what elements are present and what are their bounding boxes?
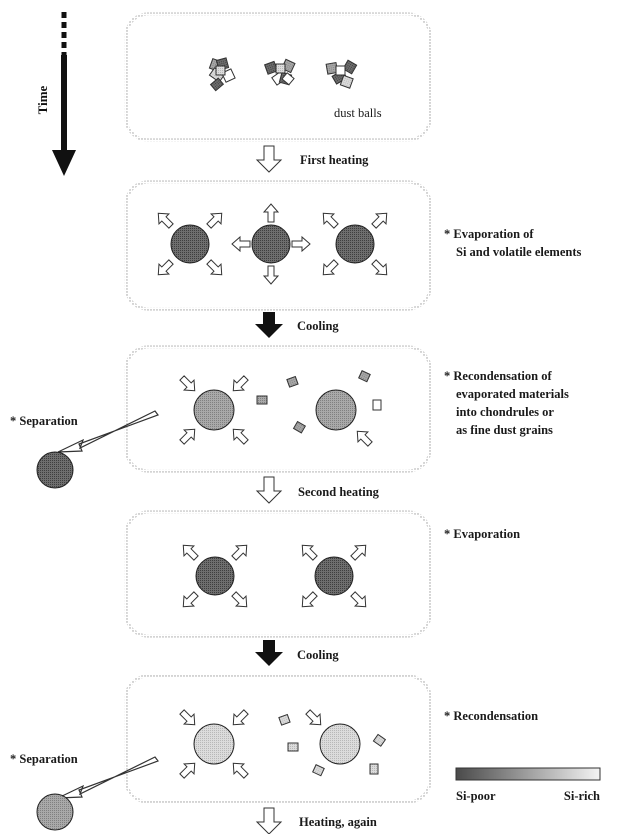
dust-ball <box>325 59 358 89</box>
transition-arrow: Cooling <box>255 640 339 666</box>
evaporation-arrows <box>157 203 388 285</box>
separation-label: * Separation <box>10 414 78 428</box>
stage2-note-line2: Si and volatile elements <box>456 245 581 259</box>
legend-left-label: Si-poor <box>456 789 496 803</box>
dust-ball <box>208 57 236 92</box>
stage3-note-line1: * Recondensation of <box>444 369 552 383</box>
legend: Si-poor Si-rich <box>455 767 601 803</box>
stage2-particles <box>170 224 375 264</box>
legend-right-label: Si-rich <box>564 789 600 803</box>
stage3-note-line3: into chondrules or <box>456 405 554 419</box>
condensation-arrows <box>179 709 322 779</box>
transition-arrow: First heating <box>255 145 369 173</box>
stage5-particles <box>193 723 361 765</box>
transition-label: Cooling <box>297 319 339 333</box>
transition-arrow: Heating, again <box>255 807 377 834</box>
time-arrow: Time <box>35 12 76 176</box>
condensation-arrows <box>179 375 373 447</box>
stage3-particles <box>193 389 357 431</box>
separation-label: * Separation <box>10 752 78 766</box>
stage-box-3 <box>124 345 432 473</box>
transition-label: Second heating <box>298 485 380 499</box>
stage4-note: * Evaporation <box>444 527 520 541</box>
transition-label: Cooling <box>297 648 339 662</box>
separation-arrow <box>36 410 159 489</box>
transition-label: Heating, again <box>299 815 377 829</box>
separation-arrow <box>36 756 159 831</box>
fine-dust-grains <box>278 713 387 777</box>
stage-box-4 <box>124 510 432 638</box>
stage2-note-line1: * Evaporation of <box>444 227 534 241</box>
dust-balls-label: dust balls <box>334 106 382 120</box>
evaporation-arrows <box>182 544 367 608</box>
fine-dust-grains <box>256 370 382 434</box>
dust-ball <box>263 58 296 86</box>
legend-gradient-bar <box>455 767 601 781</box>
stage5-note: * Recondensation <box>444 709 538 723</box>
stage3-note-line2: evaporated materials <box>456 387 569 401</box>
stage-box-5 <box>124 674 432 804</box>
time-label: Time <box>35 85 50 114</box>
transition-arrow: Cooling <box>255 312 339 338</box>
stage3-note-line4: as fine dust grains <box>456 423 553 437</box>
transition-arrow: Second heating <box>255 476 380 504</box>
stage4-particles <box>195 556 354 596</box>
transition-label: First heating <box>300 153 369 167</box>
